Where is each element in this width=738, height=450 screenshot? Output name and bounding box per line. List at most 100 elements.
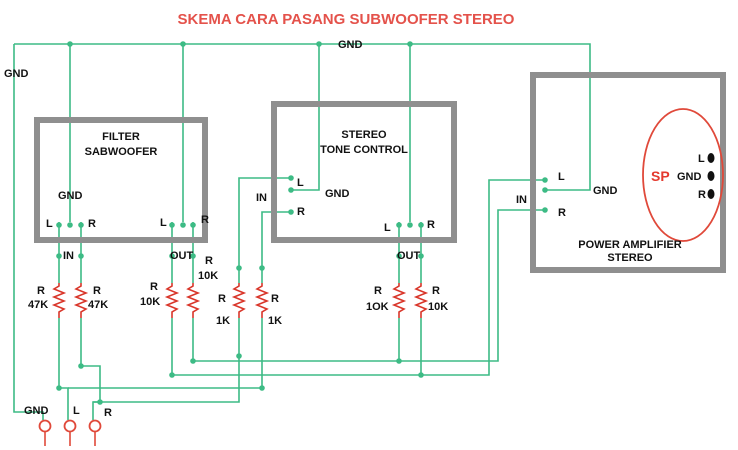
resistor-4-r: R	[205, 255, 213, 267]
amp-name-line2: STEREO	[607, 252, 653, 264]
resistor-4-value: 10K	[198, 270, 218, 282]
junction-node	[288, 175, 294, 181]
junction-node	[259, 265, 265, 271]
tone-name-line1: STEREO	[341, 129, 387, 141]
resistor-7-value: 1OK	[366, 301, 389, 313]
tone-in-label: IN	[256, 192, 267, 204]
junction-node	[288, 209, 294, 215]
resistor-1	[51, 283, 67, 318]
resistor-3-r: R	[150, 281, 158, 293]
junction-node	[407, 41, 413, 47]
input-jack-gnd	[38, 419, 52, 433]
junction-node	[418, 253, 424, 259]
junction-node	[169, 222, 175, 228]
gnd-bus-wire	[14, 43, 591, 191]
speaker-terminal-gnd	[707, 171, 715, 181]
tone-out-r-label: R	[427, 219, 435, 231]
junction-node	[396, 253, 402, 259]
filter-in-l-wire	[58, 222, 69, 420]
speaker-terminal-l	[707, 153, 715, 163]
resistor-7-r: R	[374, 285, 382, 297]
input-jack-l	[63, 419, 77, 433]
junction-node	[316, 41, 322, 47]
junction-node	[169, 253, 175, 259]
junction-node	[236, 353, 242, 359]
resistor-2-value: 47K	[88, 299, 108, 311]
resistor-1-r: R	[37, 285, 45, 297]
speaker-gnd-label: GND	[677, 171, 702, 183]
amp-name-line1: POWER AMPLIFIER	[578, 239, 682, 251]
filter-in-r-wire	[80, 222, 101, 420]
input-gnd-label: GND	[24, 405, 49, 417]
junction-node	[56, 253, 62, 259]
resistor-3	[164, 283, 180, 318]
junction-node	[236, 265, 242, 271]
resistor-5-r: R	[218, 293, 226, 305]
resistor-7	[391, 283, 407, 318]
resistor-2-r: R	[93, 285, 101, 297]
resistor-4	[185, 283, 201, 318]
filter-in-r-label: R	[88, 218, 96, 230]
resistor-5	[231, 283, 247, 318]
resistor-3-value: 10K	[140, 296, 160, 308]
amp-r-label: R	[558, 207, 566, 219]
junction-node	[180, 222, 186, 228]
junction-node	[169, 372, 175, 378]
speaker-r-label: R	[698, 189, 706, 201]
junction-nodes	[56, 41, 548, 405]
amp-l-label: L	[558, 171, 565, 183]
tone-out-l-label: L	[384, 222, 391, 234]
filter-out-r-label: R	[201, 214, 209, 226]
junction-node	[288, 187, 294, 193]
junction-node	[56, 222, 62, 228]
amp-gnd-label: GND	[593, 185, 618, 197]
filter-out-l-label: L	[160, 217, 167, 229]
tone-name-line2: TONE CONTROL	[320, 144, 408, 156]
junction-node	[259, 385, 265, 391]
speaker: SP L GND R	[642, 108, 724, 242]
junction-node	[78, 363, 84, 369]
junction-node	[542, 177, 548, 183]
gnd-bus-label: GND	[338, 39, 363, 51]
tone-gnd-wire	[291, 44, 320, 191]
speaker-l-label: L	[698, 153, 705, 165]
junction-node	[56, 385, 62, 391]
resistors	[51, 283, 429, 318]
junction-node	[396, 222, 402, 228]
junction-node	[78, 222, 84, 228]
junction-node	[67, 41, 73, 47]
filter-gnd-label: GND	[58, 190, 83, 202]
resistor-8	[413, 283, 429, 318]
input-l-label: L	[73, 405, 80, 417]
filter-name-line1: FILTER	[102, 131, 140, 143]
junction-node	[78, 253, 84, 259]
speaker-terminal-r	[707, 189, 715, 199]
resistor-5-value: 1K	[216, 315, 230, 327]
filter-name-line2: SABWOOFER	[85, 146, 158, 158]
junction-node	[396, 358, 402, 364]
speaker-outline	[642, 108, 724, 242]
input-jack-r	[88, 419, 102, 433]
junction-node	[407, 222, 413, 228]
junction-node	[190, 358, 196, 364]
gnd-left-wire	[13, 44, 44, 420]
wires	[13, 43, 591, 420]
tone-gnd-label: GND	[325, 188, 350, 200]
resistor-2	[73, 283, 89, 318]
resistor-8-r: R	[432, 285, 440, 297]
speaker-sp-label: SP	[651, 168, 670, 184]
filter-subwoofer-box	[34, 117, 208, 243]
junction-node	[67, 222, 73, 228]
filter-in-label: IN	[63, 250, 74, 262]
filter-out-r-wire	[192, 209, 545, 362]
input-r-label: R	[104, 407, 112, 419]
resistor-1-value: 47K	[28, 299, 48, 311]
junction-node	[97, 399, 103, 405]
tone-control-box	[271, 101, 457, 243]
tone-l-label: L	[297, 177, 304, 189]
tone-r-label: R	[297, 206, 305, 218]
input-jacks	[38, 419, 102, 446]
junction-node	[418, 222, 424, 228]
tone-out-label: OUT	[397, 250, 421, 262]
